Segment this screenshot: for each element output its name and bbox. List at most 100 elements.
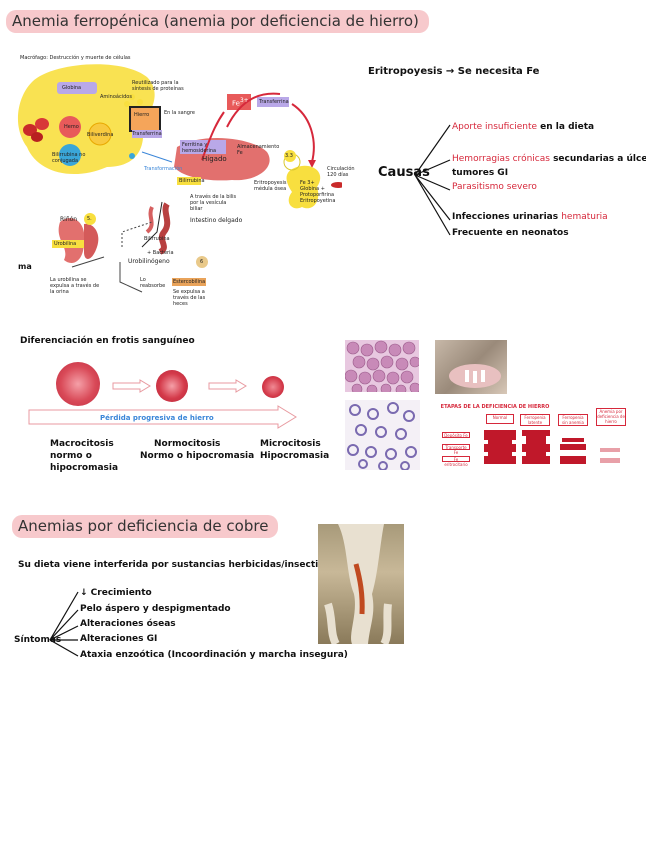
iron-stages-title: ETAPAS DE LA DEFICIENCIA DE HIERRO <box>440 404 550 410</box>
lamb-drawing <box>324 524 392 644</box>
row-transporte: Transporte Fe <box>442 444 470 455</box>
cause-1: Aporte insuficiente en la dieta <box>452 122 594 132</box>
transformacion-label: Transformación <box>144 166 183 172</box>
estercobilina-label: Estercobilina <box>173 279 206 285</box>
header-latent-text: Ferropenia latente <box>524 415 546 425</box>
cause-5-text: Frecuente en neonatos <box>452 228 569 238</box>
medula-label: Eritropoyesis médula ósea <box>254 180 287 192</box>
differentiation-title: Diferenciación en frotis sanguíneo <box>20 336 195 346</box>
cause-4-red: hematuria <box>561 212 608 222</box>
cause-4-text: Infecciones urinarias <box>452 212 562 222</box>
transferrina-label: Transferrina <box>132 131 162 137</box>
cause-3: Parasitismo severo <box>452 182 537 192</box>
row-eritrocitario: Fe eritrocitario <box>442 456 470 467</box>
globina-label: Globina <box>62 85 82 91</box>
reutilized-label: Reutilizado para la síntesis de proteína… <box>132 80 184 92</box>
microcytosis-label: Microcitosis Hipocromasia <box>260 438 329 462</box>
bilirrubina-box-label: Bilirrubina <box>179 178 205 184</box>
header-anemia: Anemia por deficiencia de hierro <box>596 408 626 426</box>
iron-stages-bars <box>484 430 620 464</box>
header-normal: Normal <box>486 414 514 424</box>
cause-1-text: en la dieta <box>537 122 595 132</box>
blood-smear-photo-2 <box>345 400 420 470</box>
blood-smear-2-cells <box>347 402 417 470</box>
cause-2-text: secundarias a úlceras o <box>553 154 646 164</box>
diagram-drawing <box>17 64 342 293</box>
header-normal-text: Normal <box>492 415 508 420</box>
expulsa-heces-label: Se expulsa a través de las heces <box>173 289 206 307</box>
intestino-label: Intestino delgado <box>190 217 243 224</box>
micro-line1: Microcitosis <box>260 439 321 449</box>
bilirrubina-down-label: Bilirrubina <box>144 236 170 242</box>
row-transporte-text: Transporte Fe <box>445 445 467 455</box>
cause-2b-text: tumores GI <box>452 168 509 178</box>
blood-smear-1-cells <box>345 340 419 392</box>
row-deposito-text: Depósito Fe <box>444 433 468 438</box>
fe-text: Fe <box>232 99 240 108</box>
number-6: 6 <box>200 259 204 265</box>
cause-2-red: Hemorragias crónicas <box>452 154 550 164</box>
rinon-label: Riñón <box>60 216 78 223</box>
urobilina-text: La urobilina se expulsa a través de la o… <box>50 277 100 295</box>
cause-5: Frecuente en neonatos <box>452 228 569 238</box>
iron-stages-table: ETAPAS DE LA DEFICIENCIA DE HIERRO Norma… <box>440 402 630 472</box>
symptom-5: Ataxia enzoótica (Incoordinación y march… <box>80 650 348 660</box>
erythropoiesis-note: Eritropoyesis → Se necesita Fe <box>368 66 540 77</box>
iron-loss-label: Pérdida progresiva de hierro <box>100 414 214 422</box>
hierro-label: Hierro <box>134 112 150 118</box>
hemoglobin-degradation-diagram: Macrófago: Destrucción y muerte de célul… <box>12 52 355 307</box>
bilirrubina-noconj-label: Bilirrubina no conjugada <box>52 152 86 164</box>
symptom-3: Alteraciones óseas <box>80 619 176 629</box>
aminoacids-label: Aminoácidos <box>100 94 132 100</box>
macrocyte-cell <box>56 362 100 406</box>
higado-label: Hígado <box>202 155 227 163</box>
macro-line3: hipocromasia <box>50 463 119 473</box>
iron-loss-arrow <box>28 405 297 429</box>
normocyte-cell <box>156 370 188 402</box>
circulacion-label: Circulación 120 días <box>327 166 355 178</box>
normo-line1: Normocitosis <box>154 439 221 449</box>
cause-1-red: Aporte insuficiente <box>452 122 538 132</box>
urobilina-label: Urobilina <box>54 241 77 247</box>
bacteria-label: + Bacteria <box>147 250 174 256</box>
transferrina2-label: Transferrina <box>259 99 289 105</box>
animal-mucosa-photo <box>435 340 507 394</box>
normo-line2: Normo o hipocromasia <box>140 451 255 461</box>
rinon-number: 5. <box>87 216 92 222</box>
reabsorbe-label: Lo reabsorbe <box>140 277 166 289</box>
ferritina-label: Ferritina y hemosiderina <box>182 142 217 154</box>
cause-4: Infecciones urinarias hematuria <box>452 212 608 222</box>
symptom-1: ↓ Crecimiento <box>80 588 152 598</box>
almacenamiento-label: Almacenamiento Fe <box>237 144 280 156</box>
bilis-label: A través de la bilis por la vesícula bil… <box>190 194 237 212</box>
normocytosis-label: Normocitosis Normo o hipocromasia <box>140 438 254 462</box>
page-title-copper-anemia: Anemias por deficiencia de cobre <box>12 515 279 538</box>
lamb-ataxia-photo <box>318 524 404 644</box>
header-noanemia-text: Ferropenia sin anemia <box>562 415 584 425</box>
microcyte-cell <box>262 376 284 398</box>
ma-text: ma <box>18 262 32 271</box>
macro-line1: Macrocitosis <box>50 439 114 449</box>
page-title-iron-anemia: Anemia ferropénica (anemia por deficienc… <box>6 10 429 33</box>
row-deposito: Depósito Fe <box>442 432 470 438</box>
mucosa-drawing <box>449 364 501 388</box>
arrow-1 <box>112 379 151 393</box>
symptoms-brace <box>49 591 79 657</box>
blood-label: En la sangre <box>164 110 195 116</box>
micro-line2: Hipocromasia <box>260 451 330 461</box>
cause-2b: tumores GI <box>452 168 508 178</box>
fe-label: Fe3+ <box>232 98 249 108</box>
header-latent: Ferropenia latente <box>520 414 550 426</box>
header-noanemia: Ferropenia sin anemia <box>558 414 588 426</box>
macrophage-label: Macrófago: Destrucción y muerte de célul… <box>20 55 131 61</box>
row-eritrocitario-text: Fe eritrocitario <box>444 457 468 467</box>
cause-3-red: Parasitismo severo <box>452 182 537 192</box>
symptom-2: Pelo áspero y despigmentado <box>80 604 231 614</box>
causes-brace <box>414 124 451 236</box>
copper-subtitle: Su dieta viene interferida por sustancia… <box>18 560 345 570</box>
symptoms-label: Síntomas <box>14 635 62 645</box>
header-anemia-text: Anemia por deficiencia de hierro <box>597 409 625 424</box>
symptom-4: Alteraciones GI <box>80 634 158 644</box>
fe-medula-label: Fe 3+ Globina + Protoporfirina Eritropoy… <box>300 180 336 204</box>
urobilinogeno-label: Urobilinógeno <box>128 258 170 265</box>
